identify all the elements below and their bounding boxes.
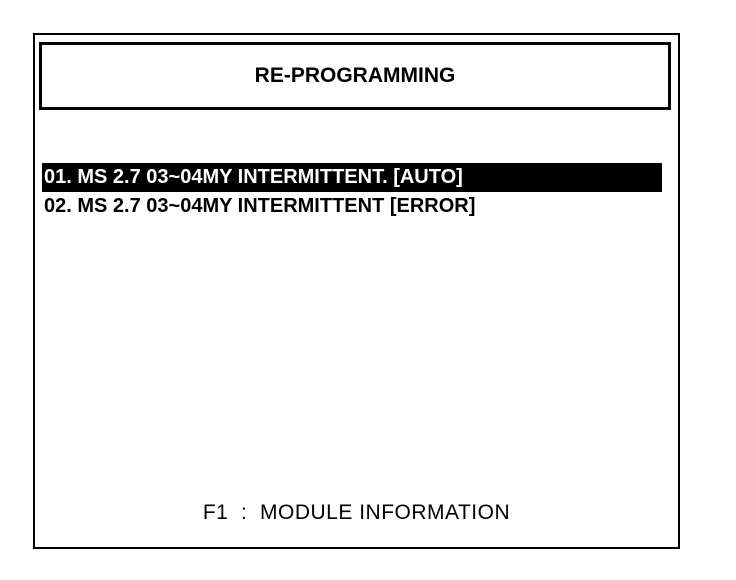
function-key-hint: F1 : MODULE INFORMATION (202, 501, 511, 524)
page-title: RE-PROGRAMMING (254, 64, 456, 87)
title-box: RE-PROGRAMMING (39, 42, 671, 110)
menu-item-auto[interactable]: 01. MS 2.7 03~04MY INTERMITTENT. [AUTO] (42, 163, 662, 192)
menu-item-error[interactable]: 02. MS 2.7 03~04MY INTERMITTENT [ERROR] (42, 192, 672, 221)
reprogramming-menu: 01. MS 2.7 03~04MY INTERMITTENT. [AUTO] … (42, 163, 672, 221)
reprogramming-screen: RE-PROGRAMMING 01. MS 2.7 03~04MY INTERM… (33, 33, 680, 549)
